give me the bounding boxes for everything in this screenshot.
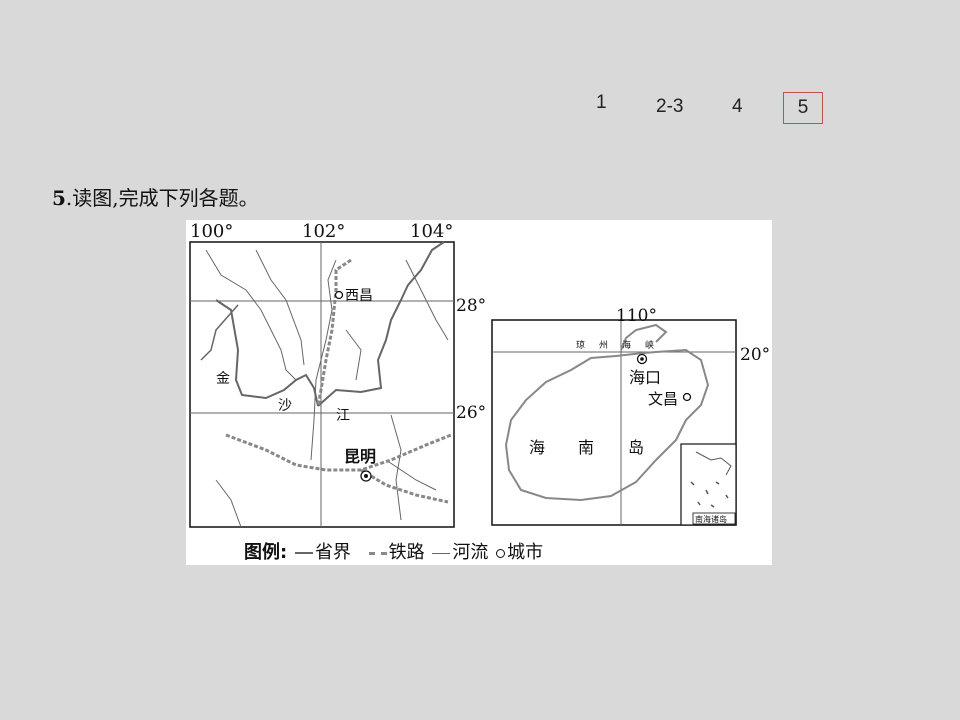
map-legend: 图例: 省界 铁路 河流 城市 xyxy=(244,538,543,564)
hainan-outline xyxy=(504,348,710,502)
lat-label-20: 20° xyxy=(740,345,770,365)
city-marker-wenchang xyxy=(682,392,692,402)
legend-river: 河流 xyxy=(452,542,489,563)
river-line xyxy=(405,259,449,341)
legend-city-icon xyxy=(496,548,506,558)
river-char-sha: 沙 xyxy=(278,398,292,414)
city-label-wenchang: 文昌 xyxy=(648,390,678,408)
page-4-link[interactable]: 4 xyxy=(732,96,743,117)
lon-label-104: 104° xyxy=(410,221,453,242)
city-label-xichang: 西昌 xyxy=(345,288,373,304)
inset-frame xyxy=(680,443,737,526)
lat-label-28: 28° xyxy=(456,296,486,316)
question-number: 5 xyxy=(52,186,66,210)
strait-label: 琼州海峡 xyxy=(576,339,668,351)
province-border xyxy=(200,304,239,361)
legend-province: 省界 xyxy=(314,542,351,563)
inset-label-box xyxy=(692,512,736,525)
page-1-link[interactable]: 1 xyxy=(596,92,607,113)
inset-label: 南海诸岛 xyxy=(695,514,727,524)
inset-coast xyxy=(695,451,732,476)
legend-railway: 铁路 xyxy=(388,542,425,563)
city-marker-haikou-dot xyxy=(640,357,644,361)
island-char-2: 南 xyxy=(578,438,594,457)
city-marker-kunming-dot xyxy=(364,474,368,478)
leizhou-coast xyxy=(620,323,668,351)
legend-city: 城市 xyxy=(507,542,544,563)
province-border xyxy=(215,299,319,407)
island-char-1: 海 xyxy=(529,438,545,457)
city-marker-xichang xyxy=(334,290,344,300)
lat-label-26: 26° xyxy=(456,403,486,423)
left-map-frame xyxy=(189,241,455,528)
page-navigator: 1 2-3 4 5 xyxy=(580,92,840,126)
river-char-jin: 金 xyxy=(216,371,230,387)
city-label-kunming: 昆明 xyxy=(344,447,376,466)
province-border xyxy=(317,241,445,407)
lon-label-102: 102° xyxy=(302,221,345,242)
railway-line xyxy=(316,258,352,407)
inset-islands xyxy=(690,481,729,508)
page-5-link[interactable]: 5 xyxy=(783,92,823,124)
map-svg: 100° 102° 104° 28° 26° 西昌 昆明 金 沙 江 110° … xyxy=(189,221,770,528)
lon-label-110: 110° xyxy=(616,306,657,326)
lon-label-100: 100° xyxy=(190,221,233,242)
legend-title: 图例: xyxy=(244,542,288,563)
island-char-3: 岛 xyxy=(628,438,644,457)
river-line xyxy=(205,249,437,528)
river-char-jiang: 江 xyxy=(336,408,350,424)
right-map-frame xyxy=(491,319,737,526)
legend-province-icon xyxy=(294,552,313,554)
question-text: 5.读图,完成下列各题。 xyxy=(52,182,259,211)
railway-line xyxy=(225,433,452,472)
page-2-3-link[interactable]: 2-3 xyxy=(656,96,684,117)
railway-line xyxy=(360,468,449,504)
legend-railway-icon xyxy=(368,551,387,555)
map-figure: 100° 102° 104° 28° 26° 西昌 昆明 金 沙 江 110° … xyxy=(186,220,772,565)
city-label-haikou: 海口 xyxy=(629,368,661,387)
legend-river-icon xyxy=(432,552,451,554)
question-body: .读图,完成下列各题。 xyxy=(65,186,259,210)
